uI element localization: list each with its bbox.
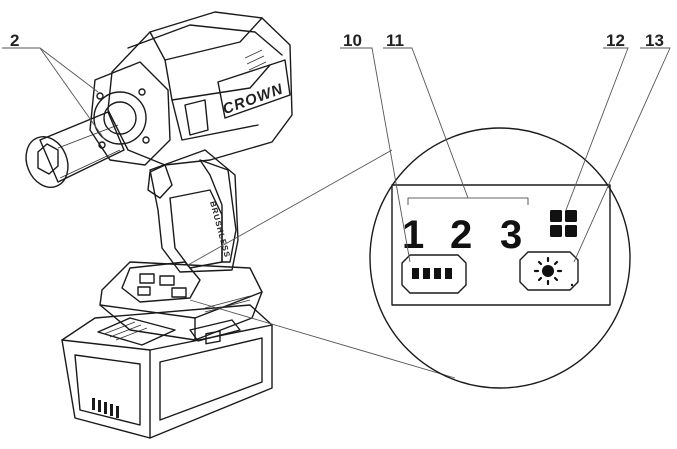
callout-11: 11: [386, 31, 404, 50]
light-sun-icon: [533, 256, 563, 286]
battery-dots-icon: [412, 268, 452, 279]
speed-2-label: 2: [450, 213, 472, 257]
callout-13: 13: [645, 31, 664, 50]
callouts: 2 10 11 12 13: [2, 31, 671, 263]
brand-logo: CROWN: [220, 80, 285, 118]
callout-10: 10: [343, 31, 362, 50]
brushless-label: BRUSHLESS: [208, 200, 232, 259]
tool-base: [99, 261, 263, 341]
battery-indicator-button: [401, 254, 467, 294]
control-panel: [391, 184, 611, 306]
callout-2: 2: [10, 31, 19, 50]
magnifier: 1 2 3: [187, 127, 631, 389]
speed-3-label: 3: [500, 213, 522, 257]
battery-pack: [61, 304, 273, 439]
motor-housing: CROWN: [107, 11, 293, 166]
handle-grip: BRUSHLESS: [149, 149, 239, 273]
hammer-case: [89, 61, 171, 166]
magnifier-circle: [369, 127, 631, 389]
trigger: [147, 164, 173, 199]
four-squares-icon: [550, 210, 577, 237]
socket: [25, 111, 125, 188]
light-button: [519, 251, 579, 291]
callout-12: 12: [606, 31, 625, 50]
